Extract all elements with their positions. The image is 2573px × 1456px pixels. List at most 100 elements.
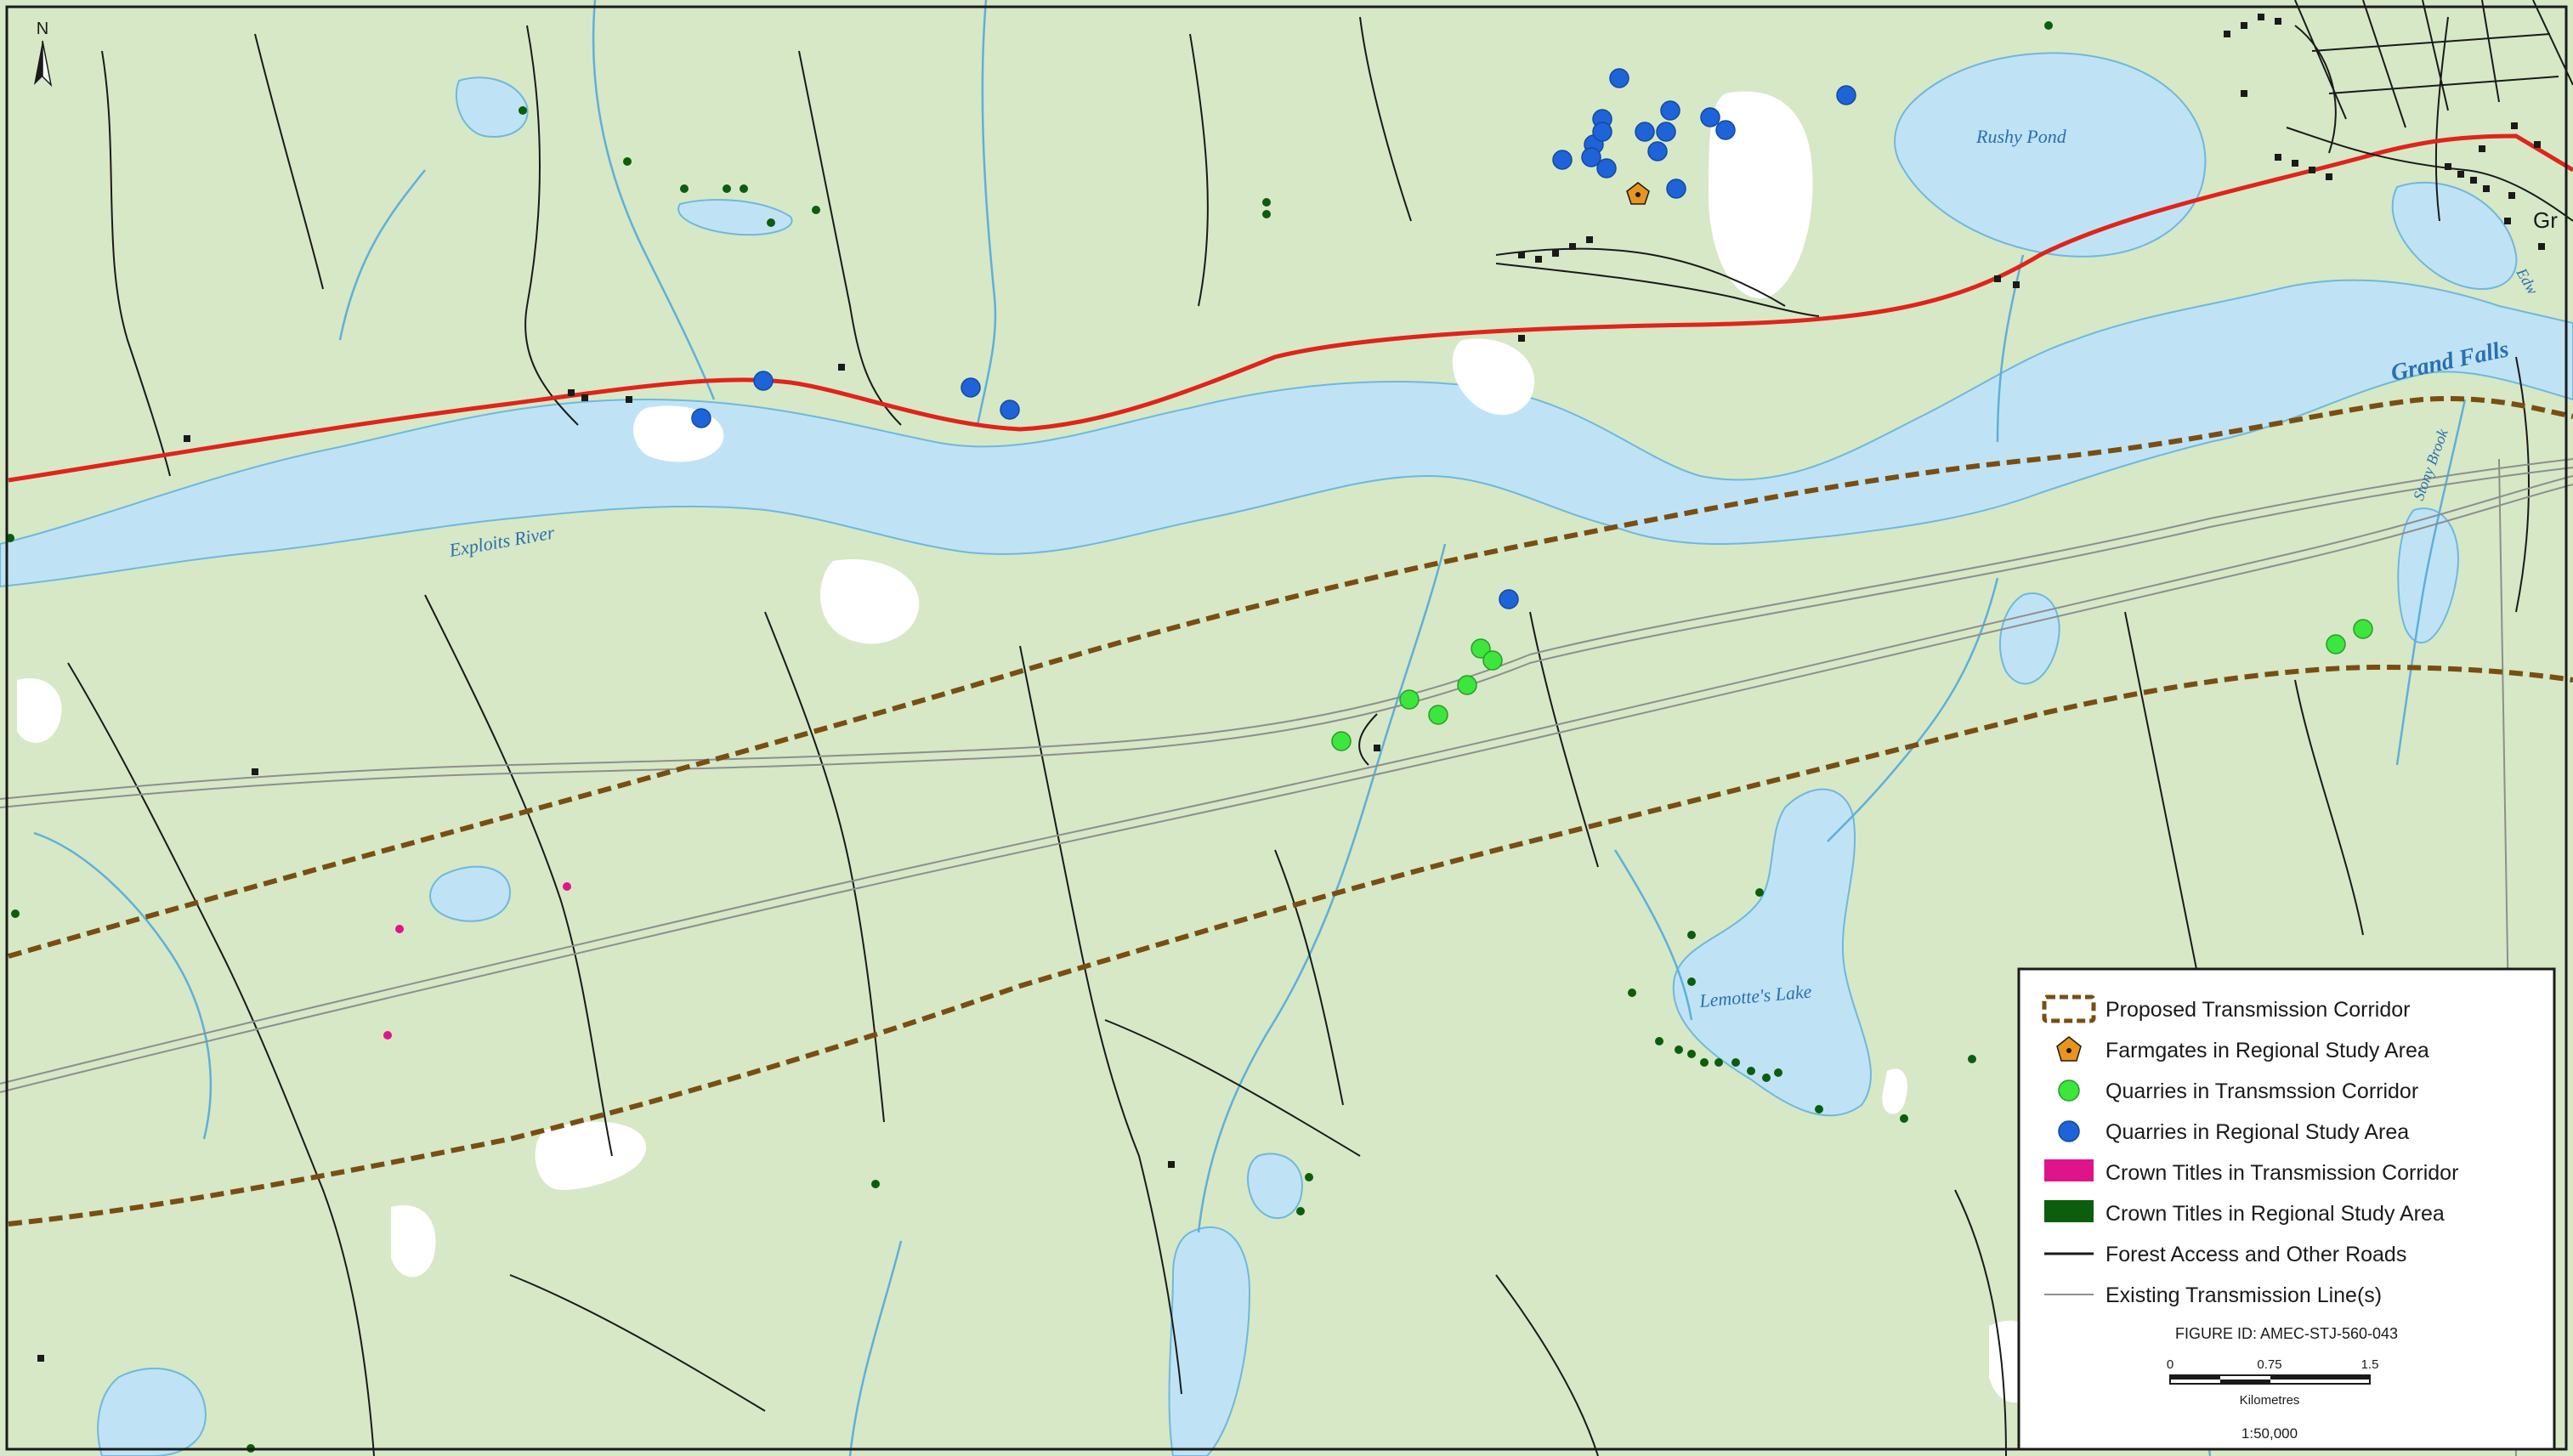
crown-title-regional-marker: [812, 206, 820, 214]
building-marker: [2241, 22, 2247, 29]
quarry-corridor-marker: [1399, 689, 1420, 710]
crown-title-regional-marker: [680, 184, 689, 193]
stream-11: [1613, 849, 1693, 1021]
road-1: [101, 50, 171, 477]
pond-grand-falls: [2391, 181, 2518, 290]
crown-title-regional-marker: [1296, 1207, 1305, 1215]
quarries-regional: [691, 68, 1856, 609]
crown-title-regional-marker: [1655, 1037, 1663, 1045]
town-street-8: [2286, 127, 2573, 222]
building-marker: [2483, 185, 2490, 192]
legend-label-existing-line: Existing Transmission Line(s): [2105, 1283, 2382, 1307]
building-marker: [1374, 745, 1380, 751]
crown-title-regional-marker: [1774, 1068, 1782, 1077]
crown-title-regional-marker: [1628, 989, 1636, 997]
building-marker: [2326, 173, 2332, 180]
road-10: [764, 611, 885, 1123]
road-20: [2515, 356, 2530, 613]
crown-title-regional-marker: [1305, 1173, 1313, 1181]
rushy-pond: [1894, 52, 2207, 258]
quarry-regional-marker: [1635, 122, 1655, 142]
town-street-3: [2422, 0, 2449, 111]
clearing-south-4: [391, 1205, 436, 1278]
crown-title-corridor-marker: [383, 1031, 392, 1040]
scale-unit: Kilometres: [2240, 1393, 2300, 1408]
road-12: [1529, 611, 1599, 868]
pond-mid-lower: [1247, 1153, 1303, 1220]
building-marker: [2504, 218, 2511, 224]
stream-7: [338, 169, 426, 341]
crown-title-regional-marker: [740, 184, 748, 193]
road-14: [2294, 679, 2364, 936]
legend-label-crown-regional: Crown Titles in Regional Study Area: [2105, 1202, 2445, 1226]
pond-sw-2: [97, 1368, 207, 1456]
label-rushy-pond: Rushy Pond: [1975, 126, 2067, 147]
clearing-south-3: [17, 678, 62, 743]
north-arrow: N: [34, 20, 53, 88]
existing-line-1a: [0, 458, 2573, 800]
town-street-1: [2294, 0, 2347, 120]
quarry-regional-marker: [961, 377, 981, 398]
road-4: [798, 50, 902, 426]
crown-title-regional-marker: [519, 106, 527, 115]
stream-8: [1996, 254, 2025, 443]
road-18: [1495, 1274, 1599, 1456]
quarry-corridor-marker: [2353, 619, 2373, 639]
scale-bar-seg-1: [2170, 1375, 2220, 1380]
pond-upper-left-2: [677, 199, 793, 236]
quarry-corridor-marker: [1482, 650, 1503, 671]
town-street-4: [2481, 0, 2500, 103]
scale-bar-seg-3: [2270, 1375, 2370, 1380]
road-17: [509, 1274, 766, 1412]
pond-far-east: [2397, 507, 2459, 643]
scale-tick-1: 0.75: [2257, 1357, 2281, 1372]
scale-tick-2: 1.5: [2361, 1357, 2379, 1372]
clearing-south-2: [535, 1121, 646, 1190]
north-arrow-half: [42, 40, 53, 88]
road-11: [1019, 645, 1182, 1395]
stream-9: [848, 1240, 903, 1456]
quarry-corridor-marker: [1331, 731, 1352, 751]
road-15: [1274, 849, 1344, 1106]
quarry-corridor-marker: [1457, 675, 1477, 695]
quarry-regional-marker: [1836, 85, 1856, 105]
building-marker: [568, 389, 575, 396]
crown-title-regional-marker: [623, 157, 632, 166]
stream-2: [976, 0, 997, 426]
building-marker: [1586, 236, 1593, 243]
road-21: [1495, 263, 1820, 317]
legend-label-farmgate: Farmgates in Regional Study Area: [2105, 1039, 2429, 1062]
legend-symbol-quarry-regional: [2058, 1120, 2080, 1142]
road-7: [1495, 247, 1786, 307]
road-2: [254, 33, 324, 290]
crown-title-regional-marker: [1687, 977, 1696, 986]
building-marker: [581, 394, 588, 401]
crown-title-regional-marker: [1262, 210, 1271, 218]
town-street-2: [2362, 0, 2406, 128]
legend-symbol-corridor: [2042, 994, 2096, 1023]
quarry-corridor-marker: [2326, 634, 2346, 654]
quarry-regional-marker: [1581, 147, 1601, 167]
crown-title-regional-marker: [767, 218, 775, 227]
crown-titles-regional: [6, 21, 2053, 1453]
trans-canada-highway: [8, 133, 2573, 483]
building-marker: [1552, 250, 1559, 257]
quarry-regional-marker: [1660, 100, 1680, 121]
crown-title-regional-marker: [1262, 198, 1271, 207]
quarry-regional-marker: [1499, 589, 1519, 609]
crown-title-regional-marker: [2044, 21, 2053, 30]
town-street-5: [2311, 33, 2551, 52]
building-marker: [2479, 145, 2485, 152]
crown-title-regional-marker: [723, 184, 731, 193]
crown-title-regional-marker: [1747, 1067, 1755, 1075]
corridor-north-edge: [8, 396, 2573, 959]
road-9: [424, 594, 613, 1157]
crown-title-regional-marker: [11, 909, 20, 918]
building-marker: [2538, 243, 2545, 250]
crown-title-regional-marker: [1755, 888, 1764, 897]
road-5: [1189, 33, 1209, 307]
lemottes-lake: [1672, 788, 1872, 1117]
building-marker: [37, 1355, 44, 1362]
road-24: [1358, 713, 1378, 766]
crown-title-regional-marker: [1687, 931, 1696, 939]
